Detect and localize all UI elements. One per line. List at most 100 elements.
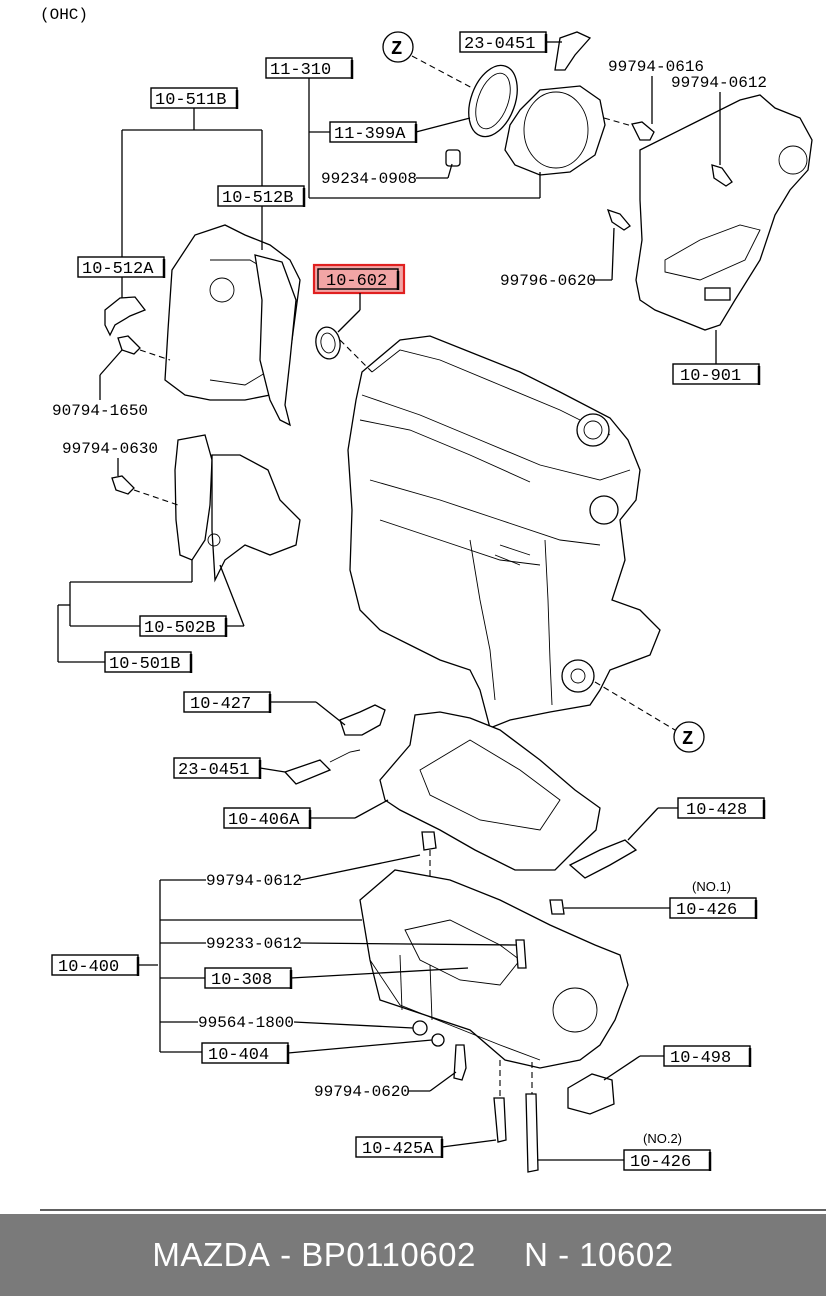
svg-text:99796-0620: 99796-0620	[500, 272, 596, 290]
svg-text:10-512B: 10-512B	[222, 189, 293, 208]
footer-text: MAZDA - BP0110602 N - 10602	[0, 1214, 826, 1296]
end-plate-drawing	[635, 94, 813, 331]
svg-text:99794-0620: 99794-0620	[314, 1083, 410, 1101]
footer-gap	[476, 1236, 524, 1274]
label-10-426-no1: (NO.1) 10-426	[564, 879, 758, 920]
footer-ref-number: N - 10602	[524, 1236, 674, 1273]
label-10-428: 10-428	[627, 797, 766, 841]
label-10-425A: 10-425A	[355, 1136, 497, 1159]
label-99794-0620: 99794-0620	[314, 1071, 457, 1101]
svg-text:10-404: 10-404	[208, 1046, 269, 1065]
label-10-501B: 10-501B	[57, 604, 193, 674]
bolt-99794-0620	[453, 1044, 467, 1081]
label-99233-0612: 99233-0612	[160, 935, 517, 953]
upper-timing-cover-drawing	[164, 224, 301, 427]
oil-pressure-sensor-drawing	[283, 749, 361, 785]
svg-text:10-602: 10-602	[326, 272, 387, 291]
label-10-498: 10-498	[603, 1045, 752, 1081]
label-99796-0620: 99796-0620	[500, 227, 615, 290]
bolt-10-426-no1	[549, 899, 565, 915]
svg-text:10-426: 10-426	[676, 901, 737, 920]
label-10-511B: 10-511B	[121, 87, 263, 257]
label-10-400: 10-400	[51, 880, 362, 1052]
svg-text:99794-0612: 99794-0612	[671, 74, 767, 92]
svg-text:11-310: 11-310	[270, 61, 331, 80]
label-10-406A: 10-406A	[223, 799, 389, 830]
part-info-footer: MAZDA - BP0110602 N - 10602	[0, 1214, 826, 1296]
oil-pipe-drawing	[568, 839, 638, 879]
variant-label: (OHC)	[40, 6, 88, 24]
svg-text:Z: Z	[682, 728, 693, 750]
svg-text:(NO.1): (NO.1)	[692, 879, 731, 894]
bolt-99796-0620	[606, 208, 631, 231]
svg-text:10-901: 10-901	[680, 367, 741, 386]
label-11-399A: 11-399A	[309, 117, 471, 144]
rear-oil-seal-drawing	[468, 64, 518, 138]
label-90794-1650: 90794-1650	[52, 349, 148, 420]
oil-level-switch-drawing	[339, 704, 386, 736]
label-10-512B: 10-512B	[217, 185, 306, 250]
label-10-502B: 10-502B	[69, 560, 245, 638]
rear-seal-housing-drawing	[504, 31, 606, 176]
svg-text:10-428: 10-428	[686, 801, 747, 820]
svg-text:10-400: 10-400	[58, 958, 119, 977]
svg-text:90794-1650: 90794-1650	[52, 402, 148, 420]
svg-text:23-0451: 23-0451	[464, 35, 535, 54]
svg-text:Z: Z	[391, 38, 402, 60]
label-10-901: 10-901	[672, 330, 761, 386]
label-10-426-no2: (NO.2) 10-426	[538, 1131, 712, 1172]
drain-plug-drawing	[412, 1020, 445, 1047]
svg-text:10-501B: 10-501B	[109, 655, 180, 674]
bolt-99794-0630	[111, 475, 179, 506]
engine-block-drawing	[339, 335, 676, 731]
svg-text:10-427: 10-427	[190, 695, 251, 714]
svg-text:10-512A: 10-512A	[82, 260, 154, 279]
label-99794-0612-bottom: 99794-0612	[160, 854, 421, 890]
label-10-512A: 10-512A	[77, 256, 166, 298]
svg-text:10-308: 10-308	[211, 971, 272, 990]
svg-text:11-399A: 11-399A	[334, 125, 406, 144]
oil-pan-drawing	[359, 869, 629, 1069]
reference-marker-top: Z	[382, 31, 414, 63]
footer-part-number: BP0110602	[301, 1236, 476, 1273]
svg-text:99794-0612: 99794-0612	[206, 872, 302, 890]
svg-text:10-426: 10-426	[630, 1153, 691, 1172]
reference-marker-bottom: Z	[673, 721, 705, 753]
svg-text:99794-0616: 99794-0616	[608, 58, 704, 76]
label-23-0451-top: 23-0451	[459, 31, 562, 54]
bolt-90794-1650	[117, 335, 171, 361]
svg-text:10-502B: 10-502B	[144, 619, 215, 638]
camshaft-oil-seal-drawing	[315, 326, 341, 360]
label-99794-0612-top: 99794-0612	[671, 74, 767, 165]
dowel-pin-drawing	[445, 149, 461, 167]
label-99564-1800: 99564-1800	[160, 1014, 414, 1032]
label-10-427: 10-427	[183, 691, 346, 726]
baffle-plate-drawing	[379, 711, 601, 871]
label-10-602-highlighted[interactable]: 10-602	[312, 263, 406, 333]
bolt-99794-0616	[603, 117, 655, 141]
svg-text:99234-0908: 99234-0908	[321, 170, 417, 188]
exploded-parts-diagram: (OHC) Z Z	[40, 6, 826, 1211]
svg-text:(NO.2): (NO.2)	[643, 1131, 682, 1146]
svg-text:23-0451: 23-0451	[178, 761, 249, 780]
bolt-10-425A-drawing	[493, 1060, 507, 1143]
svg-text:99564-1800: 99564-1800	[198, 1014, 294, 1032]
svg-text:10-498: 10-498	[670, 1049, 731, 1068]
svg-text:99794-0630: 99794-0630	[62, 440, 158, 458]
lower-timing-cover-drawing	[174, 434, 301, 583]
footer-brand: MAZDA	[152, 1236, 271, 1273]
footer-separator: -	[270, 1236, 302, 1273]
label-23-0451-bottom: 23-0451	[173, 757, 286, 780]
label-11-310: 11-310	[265, 57, 541, 199]
bolt-10-426-no2-drawing	[525, 1062, 539, 1173]
cover-10-498-drawing	[567, 1073, 615, 1115]
label-10-308: 10-308	[160, 967, 469, 990]
svg-text:99233-0612: 99233-0612	[206, 935, 302, 953]
label-10-404: 10-404	[160, 1039, 433, 1065]
label-99794-0630: 99794-0630	[62, 440, 158, 476]
svg-text:10-406A: 10-406A	[228, 811, 300, 830]
label-99234-0908: 99234-0908	[321, 163, 453, 188]
svg-text:10-511B: 10-511B	[155, 91, 226, 110]
stud-drawing	[515, 939, 527, 969]
upper-timing-cover-seal-drawing	[104, 296, 147, 337]
